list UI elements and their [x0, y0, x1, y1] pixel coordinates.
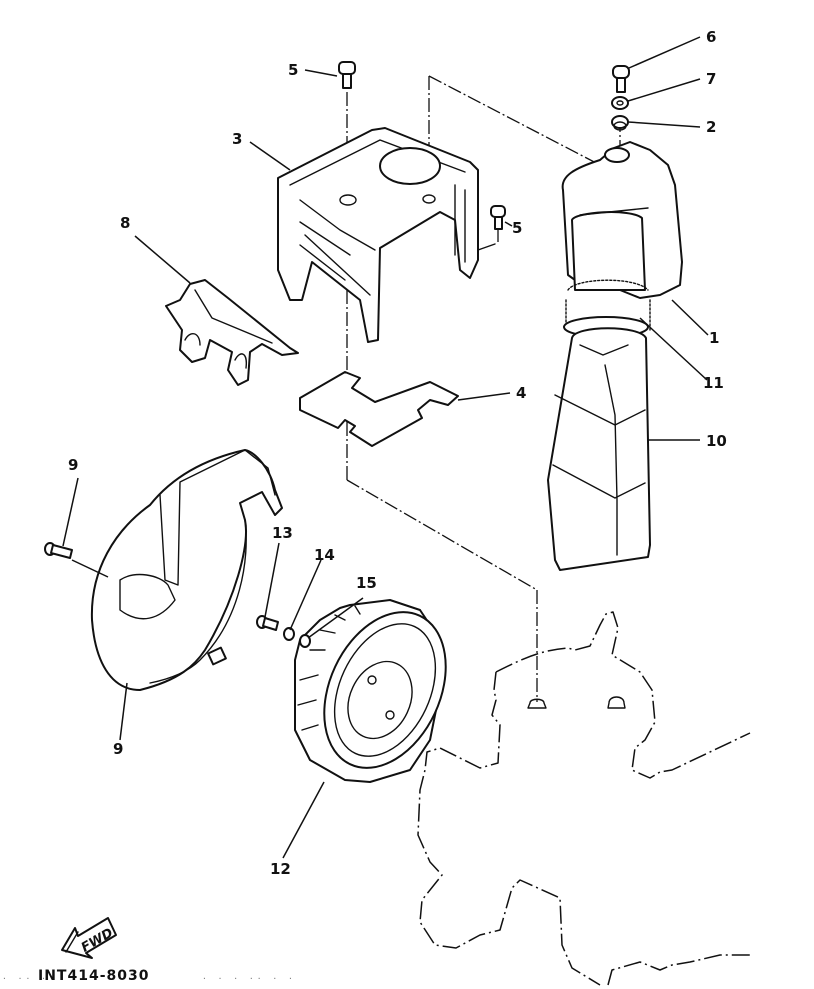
part-10-bolt	[44, 542, 73, 559]
scan-artifact: · · · ·· · ·	[202, 974, 296, 983]
callout-4: 4	[516, 384, 526, 402]
drawing-reference-code: INT414-8030	[38, 968, 150, 984]
part-13-flywheel	[294, 599, 447, 783]
callout-13: 12	[270, 860, 291, 878]
callout-14: 13	[272, 524, 293, 542]
callouts: 5 3 5 6 7 2 8 4 1 11 10 9 13 14 15 9 12	[68, 28, 727, 878]
callout-5-right: 5	[512, 219, 522, 237]
part-8-holder	[165, 279, 299, 386]
part-6-bolt	[612, 65, 630, 93]
part-5-bolt-right	[490, 205, 506, 230]
callout-15: 14	[314, 546, 335, 564]
part-1-duct-cover	[561, 141, 683, 299]
part-16-nut	[299, 634, 311, 648]
callout-16: 15	[356, 574, 377, 592]
part-11-boot	[547, 327, 651, 571]
callout-2: 2	[706, 118, 716, 136]
callout-8: 8	[120, 214, 130, 232]
callout-9: 9	[113, 740, 123, 758]
part-2-grommet	[611, 115, 629, 131]
callout-6: 6	[706, 28, 716, 46]
part-15-washer	[283, 627, 295, 641]
part-4-gasket	[299, 371, 459, 447]
callout-5-top: 5	[288, 61, 298, 79]
engine-mount-hole-left	[527, 698, 547, 709]
callout-7: 7	[706, 70, 716, 88]
part-7-washer	[611, 96, 629, 110]
leader-lines	[62, 36, 709, 859]
part-3-bracket	[277, 127, 496, 343]
callout-11: 10	[706, 432, 727, 450]
part-14-bolt	[256, 615, 279, 631]
part-5-bolt-top	[338, 61, 356, 89]
callout-3: 3	[232, 130, 242, 148]
scan-artifact: · ·· ·	[2, 974, 49, 983]
part-9-fan-housing	[90, 449, 283, 691]
callout-10: 9	[68, 456, 78, 474]
callout-1: 1	[709, 329, 719, 347]
engine-mount-hole-right	[607, 696, 626, 709]
engine-outline	[417, 611, 751, 986]
callout-12: 11	[703, 374, 724, 392]
fwd-direction-arrow: FWD	[61, 917, 117, 959]
fasteners	[44, 61, 630, 648]
